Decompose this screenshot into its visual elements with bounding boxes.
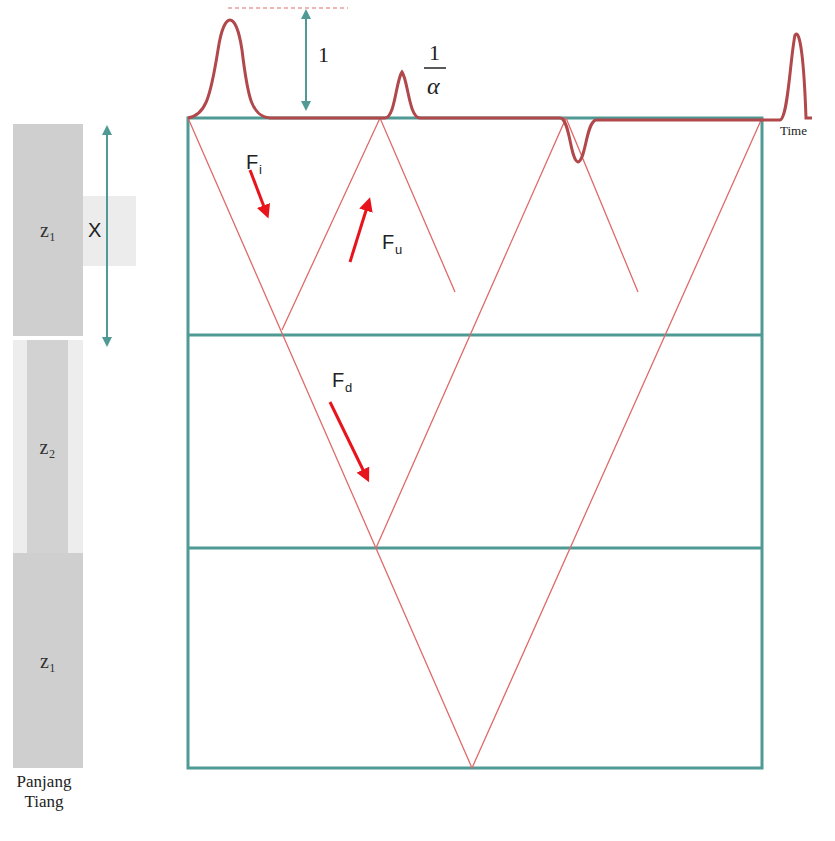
force-subscript: i <box>259 163 262 176</box>
frame <box>188 118 762 768</box>
signal-trace <box>188 20 812 162</box>
force-label: F <box>246 152 258 172</box>
force-arrow <box>250 170 266 212</box>
axis-label: Time <box>780 124 807 137</box>
force-label: F <box>382 232 394 252</box>
dimension-arrow <box>305 14 307 106</box>
amplitude-label: 1 <box>318 44 329 66</box>
pile-segment: z₂ <box>27 340 68 553</box>
segment-label: z₁ <box>40 220 56 240</box>
segment-label: z₁ <box>40 651 56 671</box>
x-band <box>83 196 136 266</box>
force-arrow <box>330 402 366 476</box>
fraction-numerator: 1 <box>429 42 440 64</box>
divider <box>188 334 762 337</box>
peak-level <box>228 7 348 8</box>
wave-lines <box>188 118 762 768</box>
axis-label: Panjang Tiang <box>4 772 84 811</box>
force-label: F <box>332 370 344 390</box>
force-subscript: u <box>395 243 402 256</box>
divider <box>188 547 762 550</box>
dimension-arrow <box>106 130 108 342</box>
pile-segment: z₁ <box>13 553 83 768</box>
dimension-label: X <box>88 220 101 240</box>
force-arrow <box>350 204 368 262</box>
force-subscript: d <box>345 381 352 394</box>
segment-label: z₂ <box>40 437 56 457</box>
pile-segment: z₁ <box>13 124 83 336</box>
fraction-denominator: α <box>427 74 440 98</box>
fraction-bar <box>424 67 446 69</box>
pile-band <box>13 340 83 553</box>
